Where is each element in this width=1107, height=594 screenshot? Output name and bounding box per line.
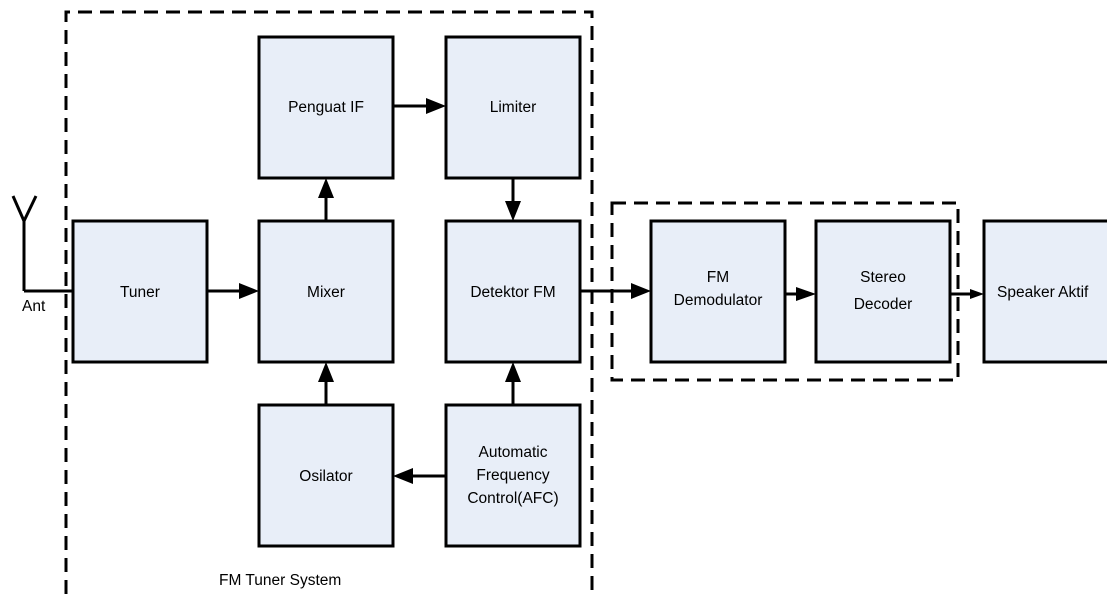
limiter-label: Limiter <box>490 99 537 116</box>
fm-tuner-system-boundary <box>64 10 594 594</box>
stereo-decoder-label-line-1: Stereo <box>860 269 906 286</box>
antenna-label: Ant <box>22 298 46 315</box>
stereo-decoder-label-line-2: Decoder <box>854 296 913 313</box>
penguat-if-label: Penguat IF <box>288 99 364 116</box>
mixer-label: Mixer <box>307 284 345 301</box>
osilator-label: Osilator <box>299 468 352 485</box>
antenna-icon <box>11 195 73 293</box>
osilator-block <box>257 403 395 548</box>
tuner-block <box>71 219 209 364</box>
afc-label-line-1: Automatic <box>479 444 548 461</box>
detektor-fm-label: Detektor FM <box>470 284 555 301</box>
fm-demodulator-block <box>649 219 787 364</box>
afc-label-line-3: Control(AFC) <box>467 490 558 507</box>
tuner-label: Tuner <box>120 284 160 301</box>
speaker-aktif-block <box>982 219 1107 364</box>
mixer-block <box>257 219 395 364</box>
fm-demodulator-label-line-2: Demodulator <box>674 292 763 309</box>
limiter-block <box>444 35 582 180</box>
fm-tuner-system-label: FM Tuner System <box>219 572 341 589</box>
speaker-aktif-label: Speaker Aktif <box>997 284 1089 301</box>
stereo-decoder-block <box>814 219 952 364</box>
fm-demodulator-label-line-1: FM <box>707 269 729 286</box>
afc-label-line-2: Frequency <box>476 467 549 484</box>
connections <box>207 98 984 484</box>
